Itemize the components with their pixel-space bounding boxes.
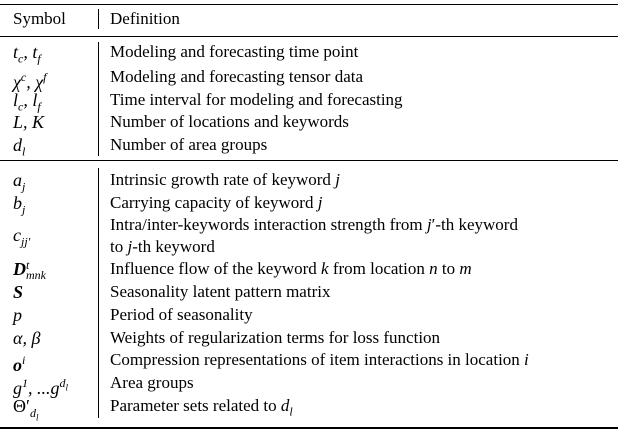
definition-cell: Seasonality latent pattern matrix	[110, 282, 331, 301]
definition-cell-continuation: to j-th keyword	[110, 237, 215, 256]
definition-cell: Number of area groups	[110, 135, 268, 154]
symbol-cell: p	[13, 305, 22, 325]
definition-cell: Intrinsic growth rate of keyword j	[110, 170, 340, 189]
symbol-cell: oi	[13, 353, 26, 375]
symbol-cell: χc, χf	[13, 70, 47, 92]
symbol-cell: aj	[13, 170, 26, 194]
header-rule	[0, 36, 618, 37]
definition-cell: Weights of regularization terms for loss…	[110, 328, 441, 347]
symbol-cell: tc, tf	[13, 42, 41, 66]
definition-cell: Intra/inter-keywords interaction strengt…	[110, 215, 518, 234]
top-rule	[0, 4, 618, 5]
symbol-cell: Θ′dl	[13, 396, 39, 422]
definition-cell: Area groups	[110, 373, 194, 392]
definition-cell: Time interval for modeling and forecasti…	[110, 90, 403, 109]
header-definition: Definition	[110, 9, 180, 28]
symbol-cell: α, β	[13, 328, 41, 348]
definition-cell: Compression representations of item inte…	[110, 350, 529, 369]
symbol-cell: dl	[13, 135, 26, 159]
symbol-cell: g1, ...gdl	[13, 376, 69, 398]
symbol-cell: cjj′	[13, 225, 31, 249]
symbol-cell: bj	[13, 193, 26, 217]
definition-cell: Parameter sets related to dl	[110, 396, 293, 419]
header-separator	[98, 9, 99, 29]
group1-separator	[98, 42, 99, 156]
group2-separator	[98, 168, 99, 418]
definition-cell: Influence flow of the keyword k from loc…	[110, 259, 472, 278]
symbol-cell: lc, lf	[13, 90, 41, 114]
definition-cell: Modeling and forecasting time point	[110, 42, 359, 61]
definition-cell: Number of locations and keywords	[110, 112, 349, 131]
symbol-cell: L, K	[13, 112, 45, 132]
definition-cell: Period of seasonality	[110, 305, 253, 324]
definition-cell: Modeling and forecasting tensor data	[110, 67, 364, 86]
symbol-cell: S	[13, 282, 24, 302]
definition-cell: Carrying capacity of keyword j	[110, 193, 323, 212]
group-rule	[0, 160, 618, 161]
bottom-rule	[0, 427, 618, 429]
header-symbol: Symbol	[13, 9, 66, 28]
